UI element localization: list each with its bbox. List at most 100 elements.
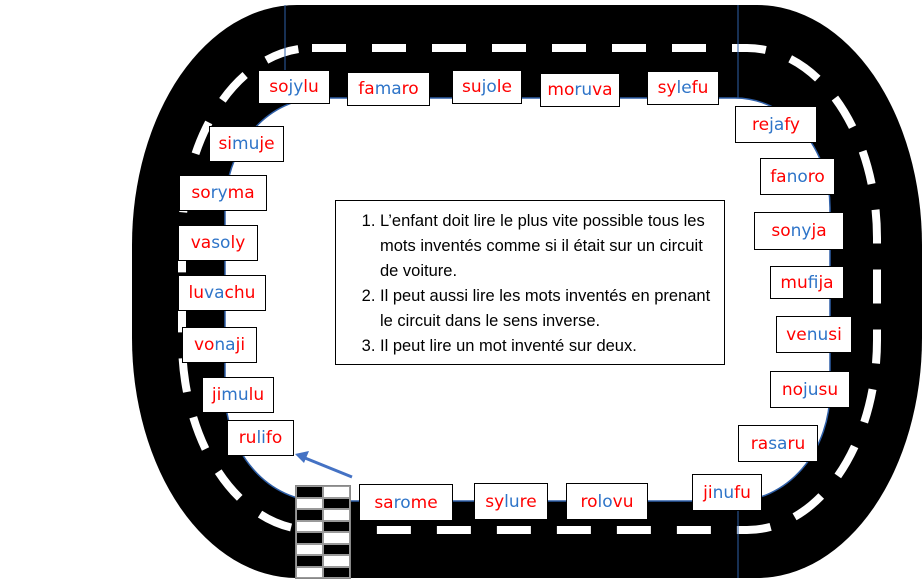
syllable: ny [790, 221, 812, 241]
syllable: ma [374, 79, 402, 99]
syllable: so [269, 77, 289, 97]
syllable: no [781, 379, 804, 400]
syllable: vo [193, 335, 215, 355]
flag-square [323, 509, 350, 521]
syllable: ru [574, 80, 593, 100]
syllable: sa [374, 492, 394, 513]
syllable: so [211, 233, 231, 253]
syllable: lu [188, 283, 205, 303]
syllable: fu [734, 482, 751, 503]
flag-square [296, 566, 323, 578]
syllable: si [828, 324, 842, 345]
syllable: ro [807, 166, 825, 187]
syllable: li [256, 428, 266, 448]
syllable: ji [703, 482, 713, 503]
syllable: ma [227, 183, 255, 203]
flag-square [296, 497, 323, 509]
syllable: fo [265, 428, 283, 448]
flag-square [296, 543, 323, 555]
syllable: mu [221, 385, 249, 405]
syllable: le [496, 77, 512, 97]
syllable: re [519, 491, 537, 512]
flag-square [296, 532, 323, 544]
instruction-2: Il peut aussi lire les mots inventés en … [380, 284, 714, 334]
syllable: ju [803, 379, 819, 400]
syllable: jy [288, 77, 304, 97]
flag-square [323, 486, 350, 498]
syllable: no [786, 166, 808, 187]
syllable: va [204, 283, 225, 303]
syllable: si [218, 134, 233, 154]
flag-square [323, 555, 350, 567]
syllable: so [771, 221, 791, 241]
syllable: lu [504, 491, 520, 512]
direction-arrow [295, 451, 353, 479]
instruction-1: L’enfant doit lire le plus vite possible… [380, 209, 714, 284]
syllable: su [818, 379, 839, 400]
syllable: fa [770, 166, 787, 187]
syllable: ru [787, 433, 806, 454]
syllable: ve [786, 324, 807, 345]
instructions-box: L’enfant doit lire le plus vite possible… [335, 200, 725, 365]
flag-square [296, 509, 323, 521]
syllable: re [752, 114, 770, 135]
syllable: sa [768, 433, 788, 454]
syllable: ru [238, 428, 257, 448]
syllable: nu [806, 324, 829, 345]
syllable: jo [481, 77, 497, 97]
syllable: lu [303, 77, 319, 97]
flag-square [296, 520, 323, 532]
syllable: va [190, 233, 212, 253]
syllable: fi [807, 272, 819, 293]
syllable: je [259, 134, 275, 154]
syllable: ro [580, 491, 598, 512]
syllable: le [676, 78, 692, 98]
track-dashed-line [178, 44, 881, 534]
syllable: va [592, 80, 613, 100]
flag-square [323, 520, 350, 532]
syllable: mu [780, 272, 808, 293]
checkered-flag [295, 485, 351, 579]
flag-square [323, 497, 350, 509]
syllable: ji [211, 385, 222, 405]
syllable: su [462, 77, 482, 97]
flag-square [296, 486, 323, 498]
flag-square [323, 543, 350, 555]
flag-square [296, 555, 323, 567]
syllable: chu [224, 283, 256, 303]
syllable: ji [235, 335, 246, 355]
syllable: me [410, 492, 438, 513]
syllable: na [214, 335, 236, 355]
syllable: ly [230, 233, 246, 253]
syllable: mo [547, 80, 575, 100]
syllable: nu [712, 482, 735, 503]
syllable: ry [210, 183, 228, 203]
syllable: fy [784, 114, 800, 135]
syllable: lu [248, 385, 265, 405]
syllable: ja [818, 272, 834, 293]
instruction-3: Il peut lire un mot inventé sur deux. [380, 334, 714, 359]
